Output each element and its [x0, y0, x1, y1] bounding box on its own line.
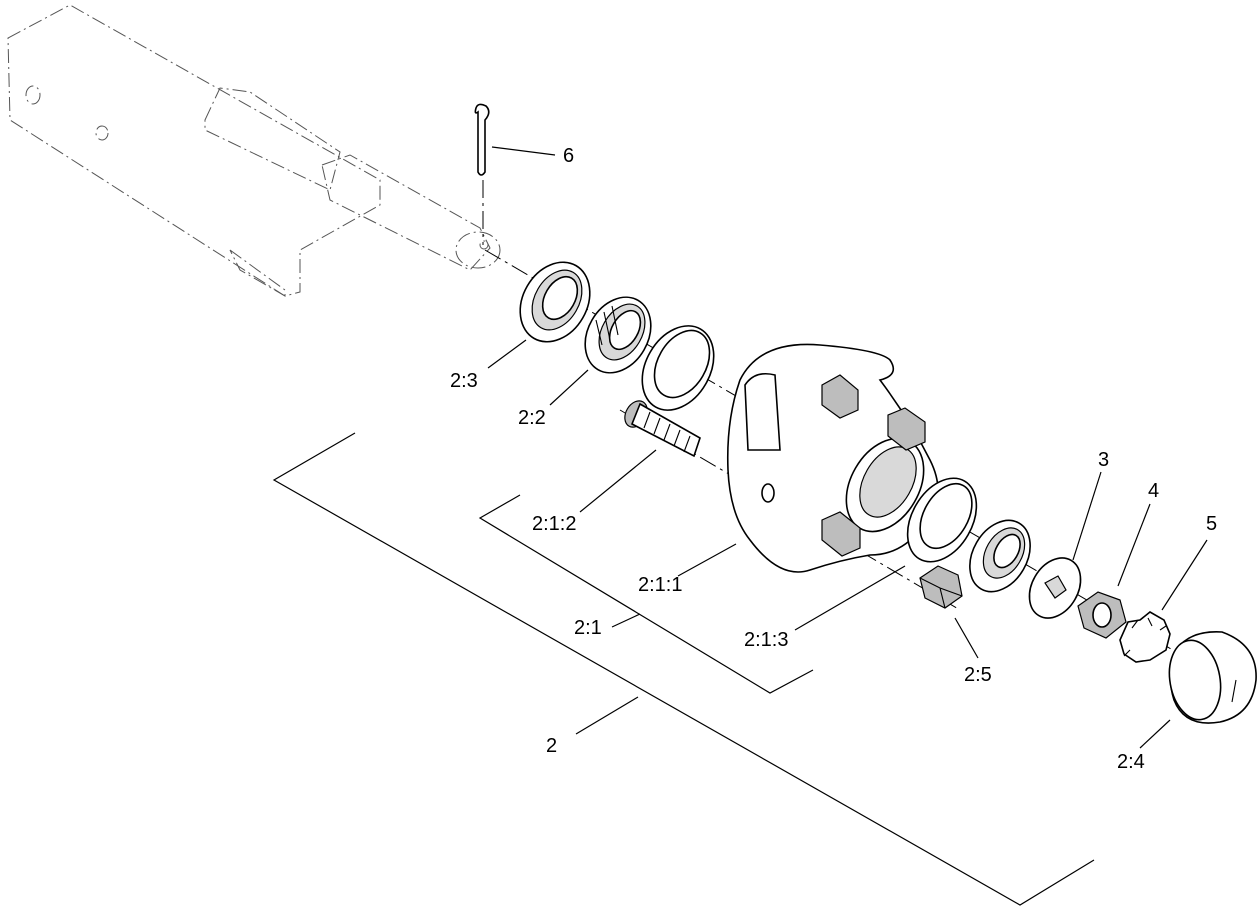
inner-bearing-cup-part [641, 325, 715, 411]
wheel-stud-part [624, 400, 701, 458]
washer-part [1028, 557, 1082, 619]
hub-part [726, 343, 939, 573]
bracket-2-1 [478, 494, 814, 694]
bracket-2 [272, 432, 1095, 906]
callout-2-3: 2:3 [450, 370, 478, 392]
callout-2-4: 2:4 [1117, 751, 1145, 773]
callout-4: 4 [1148, 480, 1159, 502]
callout-5: 5 [1206, 513, 1217, 535]
lug-nut-part [919, 565, 963, 609]
callout-labels: 6 2:3 2:2 2:1:2 2:1:1 2:1 2:1:3 2:5 2 3 … [450, 145, 1217, 773]
outer-bearing-cup-part [906, 477, 978, 563]
callout-2-1-2: 2:1:2 [532, 513, 576, 535]
callout-2-1: 2:1 [574, 617, 602, 639]
callout-2-1-3: 2:1:3 [744, 629, 788, 651]
nut-retainer-part [1119, 611, 1171, 663]
callout-2-2: 2:2 [518, 407, 546, 429]
inner-bearing-cone-part [584, 296, 652, 374]
axle-mount-phantom [7, 4, 501, 297]
dust-cap-part [1168, 631, 1257, 724]
grease-seal-part [519, 261, 591, 343]
callout-2-5: 2:5 [964, 664, 992, 686]
group-brackets [272, 432, 1095, 906]
cotter-pin-part [474, 103, 490, 176]
callout-6: 6 [563, 145, 574, 167]
callout-3: 3 [1098, 449, 1109, 471]
spindle-nut-part [1077, 591, 1127, 639]
leader-lines [487, 146, 1208, 749]
outer-bearing-cone-part [969, 519, 1031, 593]
callout-2: 2 [546, 735, 557, 757]
callout-2-1-1: 2:1:1 [638, 574, 682, 596]
